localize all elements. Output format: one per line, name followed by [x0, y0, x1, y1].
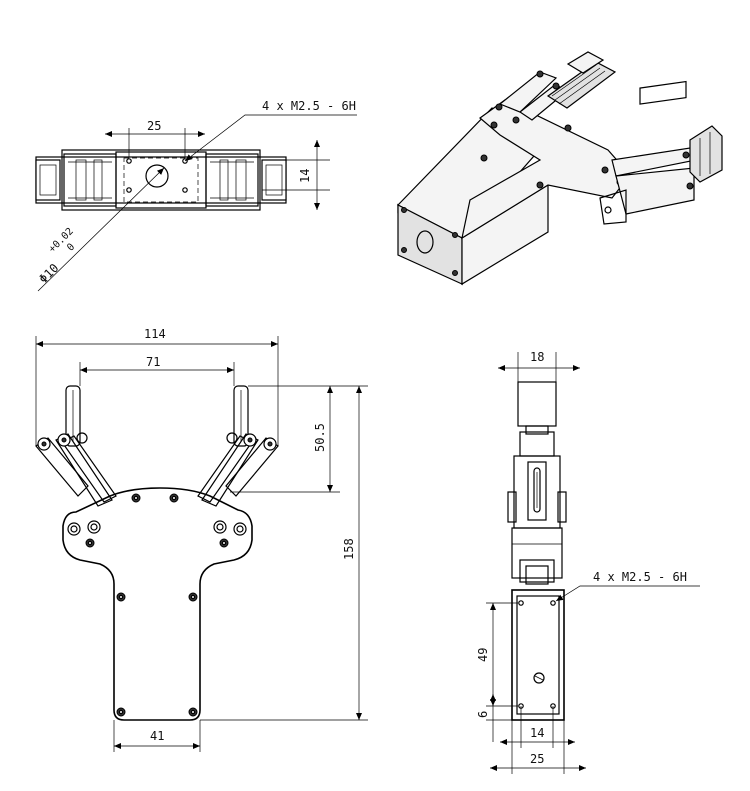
center-bore	[145, 164, 169, 188]
right-finger	[197, 385, 279, 507]
dim-49-label: 49	[476, 648, 490, 662]
left-finger	[35, 385, 117, 507]
top-view-frame	[61, 149, 261, 211]
left-jaw-inner	[39, 164, 57, 196]
dim-14-side-label: 14	[530, 726, 544, 740]
bore-diameter-label: Φ10	[36, 261, 61, 286]
mount-hole	[126, 158, 132, 164]
bore-tol-lower: 0	[65, 242, 77, 254]
dim-114-label: 114	[144, 327, 166, 341]
side-jaw-block	[517, 381, 557, 427]
iso-upper-link	[498, 71, 558, 113]
iso-upper-jaw	[546, 61, 617, 109]
side-body	[511, 589, 565, 721]
side-view: 18 4 x M2.5 - 6H 49 6 14 25	[476, 350, 700, 774]
side-mount-hole	[518, 600, 524, 606]
top-view-outline	[35, 156, 287, 204]
dim-71-label: 71	[146, 355, 160, 369]
dim-25-label: 25	[147, 119, 161, 133]
hole-pattern-frame	[123, 157, 199, 203]
mount-hole	[126, 187, 132, 193]
side-hole-note-label: 4 x M2.5 - 6H	[593, 570, 687, 584]
right-jaw-inner	[265, 164, 283, 196]
side-mount-hole	[550, 600, 556, 606]
dim-50-5-label: 50.5	[313, 423, 327, 452]
top-center-plate	[115, 151, 207, 209]
dim-41-label: 41	[150, 729, 164, 743]
iso-plate	[461, 99, 631, 240]
iso-end-bore	[416, 230, 434, 254]
dim-158-label: 158	[342, 538, 356, 560]
front-view: 114 71 50.5 158 41	[35, 327, 368, 752]
hole-note-label: 4 x M2.5 - 6H	[262, 99, 356, 113]
mount-hole	[182, 187, 188, 193]
dim-14-label: 14	[298, 169, 312, 183]
side-middle-link	[511, 527, 563, 579]
dim-6-label: 6	[476, 711, 490, 718]
top-view: 25 14 4 x M2.5 - 6H Φ10 +0.02 0	[35, 99, 357, 292]
dim-18-label: 18	[530, 350, 544, 364]
left-jaw-block	[35, 159, 61, 201]
dim-25-side-label: 25	[530, 752, 544, 766]
iso-right-jaw	[689, 125, 723, 183]
right-jaw-block	[261, 159, 287, 201]
isometric-view	[397, 51, 723, 286]
